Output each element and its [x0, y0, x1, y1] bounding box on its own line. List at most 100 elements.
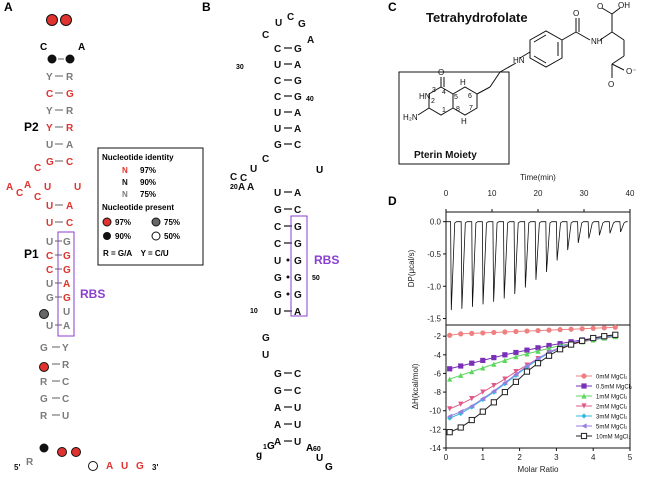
top-left-nt: U	[274, 108, 281, 119]
side-chain-1	[611, 31, 625, 41]
bulge-nt: A	[247, 182, 254, 193]
junction-c: C	[34, 163, 41, 174]
data-point	[502, 376, 508, 382]
top-right-nt: G	[294, 92, 302, 103]
mid-right-nt: A	[294, 188, 301, 199]
p2-left-nt: G	[46, 157, 54, 168]
wobble-dot	[286, 258, 290, 262]
series-10mm-mgcl-	[446, 331, 619, 436]
acid-o-bond	[601, 7, 613, 15]
five-prime-r: R	[26, 457, 34, 468]
atom-hn: HN	[419, 92, 431, 101]
bot-right-nt: U	[294, 420, 301, 431]
legend-entry: 0mM MgCl₂	[596, 375, 628, 381]
legend-entry: 0.5mM MgCl₂	[596, 385, 633, 391]
series-line	[449, 336, 616, 380]
data-point	[513, 371, 519, 377]
mid-left-nt: U	[274, 188, 281, 199]
thermogram-xlabel: Time(min)	[520, 173, 556, 182]
start-codon-nt: A	[106, 461, 113, 472]
data-point	[546, 345, 552, 351]
loop-nt: U	[275, 18, 282, 29]
p2-left-nt: Y	[46, 123, 53, 134]
data-point	[491, 382, 497, 389]
data-point	[581, 373, 587, 379]
data-point	[501, 388, 508, 396]
base-nt-1	[39, 443, 49, 453]
top-left-nt: U	[274, 60, 281, 71]
linker-bond-1	[489, 71, 501, 88]
p1-left-nt: U	[46, 218, 53, 229]
data-point	[546, 327, 552, 333]
bulge-nt: C	[16, 188, 23, 199]
legend-n-97: N	[122, 166, 128, 175]
isotherm-xtick-label: 3	[554, 453, 559, 462]
isotherm-xtick-label: 5	[628, 453, 633, 462]
mid-right-nt: G	[294, 256, 302, 267]
wobble-dot	[286, 292, 290, 296]
isotherm-ytick-label: -2	[434, 332, 442, 341]
data-point	[524, 363, 530, 369]
thermogram-ytick-label: -0.5	[427, 250, 441, 259]
rbs-box-b	[290, 215, 308, 317]
pterin-box	[398, 71, 510, 165]
num-40: 40	[306, 96, 314, 103]
p1-right-nt: C	[66, 218, 73, 229]
pterin-label: Pterin Moiety	[414, 150, 477, 161]
ring-number: 2	[431, 98, 435, 105]
data-point	[447, 332, 453, 338]
data-point	[535, 348, 541, 354]
num-60: 60	[313, 446, 321, 453]
five-prime: 5'	[14, 463, 20, 472]
bot-left-nt: G	[274, 369, 282, 380]
data-point	[601, 325, 607, 331]
data-point	[612, 331, 619, 338]
bot-right-nt: C	[294, 386, 301, 397]
series-line	[449, 334, 616, 433]
ring-number: 7	[469, 105, 473, 112]
ring-number: 8	[456, 106, 460, 113]
top-right-nt: A	[294, 124, 301, 135]
data-point	[458, 401, 464, 407]
data-point	[457, 424, 464, 431]
ring-number: 5	[454, 94, 458, 101]
mid-right-nt: G	[294, 222, 302, 233]
data-point	[557, 327, 563, 333]
data-point	[535, 345, 541, 351]
isotherm-ytick-label: -12	[429, 425, 441, 434]
atom-carboxylate-o: O	[608, 80, 614, 89]
atom-acid-o: O	[597, 2, 603, 11]
mid-left-nt: G	[274, 290, 282, 301]
legend-c90: 90%	[115, 232, 131, 241]
thermogram-frame	[445, 211, 631, 326]
loop-nt-3	[47, 54, 57, 64]
data-point	[556, 346, 564, 353]
loop-a: A	[78, 42, 85, 53]
legend-circle-90	[103, 232, 111, 240]
loop-nt: G	[298, 19, 306, 30]
bot-right-nt: U	[294, 403, 301, 414]
data-point	[491, 388, 497, 394]
isotherm-ytick-label: -10	[429, 407, 441, 416]
bulge-nt: A	[24, 180, 31, 191]
top-right-nt: C	[294, 140, 301, 151]
p2-left-nt: U	[46, 140, 53, 151]
data-point	[480, 365, 486, 371]
mid-right-nt: C	[294, 205, 301, 216]
data-point	[458, 363, 464, 369]
data-point	[502, 357, 508, 364]
data-point	[513, 354, 519, 360]
thermogram-xtick-label: 20	[534, 189, 543, 198]
p2-left-nt: Y	[46, 72, 53, 83]
tail-a: A	[306, 443, 313, 454]
num-1: 1	[263, 444, 267, 451]
bulge-nt: C	[240, 173, 247, 184]
data-point	[447, 376, 453, 382]
loop-nt: C	[287, 12, 294, 23]
thermogram-trace	[446, 221, 628, 311]
data-point	[458, 331, 464, 337]
panel-label-b: B	[202, 0, 211, 14]
